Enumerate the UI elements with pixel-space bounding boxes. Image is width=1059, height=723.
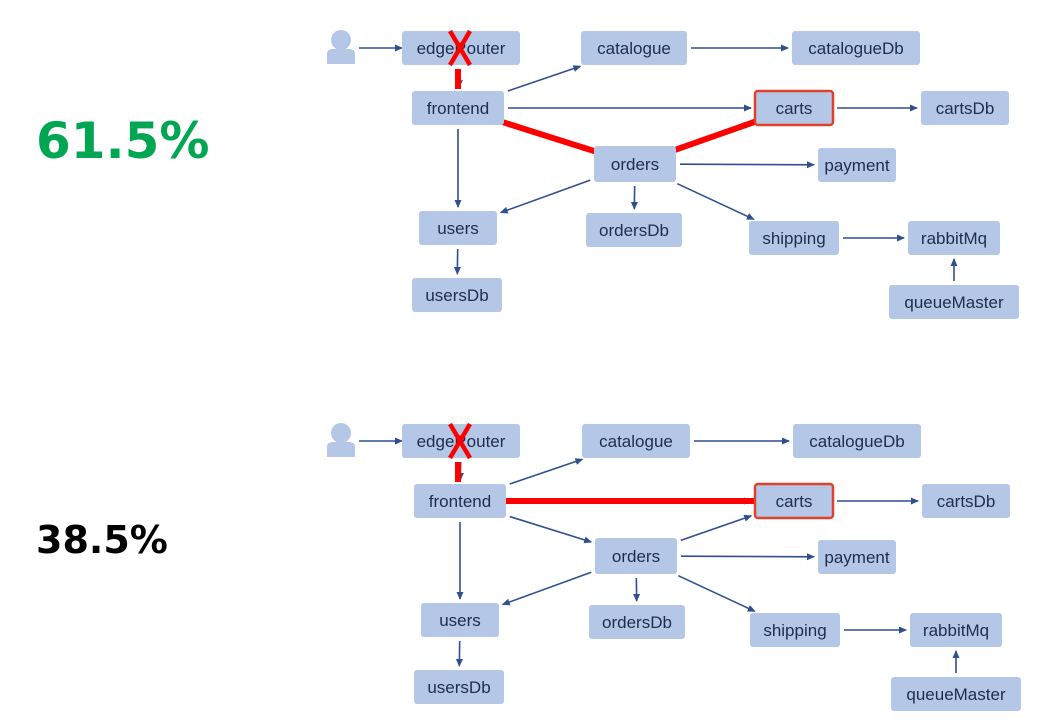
node-cartsDb: cartsDb	[921, 91, 1009, 125]
node-label-carts: carts	[776, 99, 813, 118]
node-usersDb: usersDb	[412, 278, 502, 312]
node-label-carts: carts	[776, 492, 813, 511]
node-label-usersDb: usersDb	[425, 286, 488, 305]
node-rabbitMq: rabbitMq	[908, 221, 1000, 255]
edge-frontend-orders	[509, 515, 593, 544]
failure-edge-frontend-orders	[501, 119, 597, 155]
node-users: users	[421, 603, 499, 637]
top-service-graph: edgeRouterfrontendcataloguecatalogueDbca…	[327, 29, 1019, 319]
node-label-users: users	[437, 219, 479, 238]
failure-edge-orders-carts	[673, 118, 758, 153]
node-label-shipping: shipping	[762, 229, 825, 248]
failure-x-icon	[448, 422, 472, 460]
node-catalogueDb: catalogueDb	[792, 31, 920, 65]
node-label-users: users	[439, 611, 481, 630]
node-label-catalogueDb: catalogueDb	[809, 432, 904, 451]
node-label-ordersDb: ordersDb	[602, 613, 672, 632]
node-label-payment: payment	[824, 156, 889, 175]
node-orders: orders	[594, 146, 676, 182]
node-label-catalogueDb: catalogueDb	[808, 39, 903, 58]
node-frontend: frontend	[412, 91, 504, 125]
node-carts: carts	[753, 89, 835, 127]
edge-frontend-catalogue	[509, 458, 584, 485]
edge-frontend-catalogue	[507, 65, 582, 92]
node-label-frontend: frontend	[427, 99, 489, 118]
node-label-rabbitMq: rabbitMq	[923, 621, 989, 640]
node-ordersDb: ordersDb	[586, 213, 682, 247]
top-percentage: 61.5%	[36, 112, 210, 170]
node-frontend: frontend	[414, 484, 506, 518]
edge-orders-shipping	[677, 574, 756, 613]
node-catalogueDb: catalogueDb	[793, 424, 921, 458]
node-label-ordersDb: ordersDb	[599, 221, 669, 240]
node-ordersDb: ordersDb	[589, 605, 685, 639]
node-shipping: shipping	[750, 613, 840, 647]
node-label-queueMaster: queueMaster	[904, 293, 1004, 312]
node-queueMaster: queueMaster	[889, 285, 1019, 319]
edge-orders-payment	[679, 161, 816, 169]
bottom-percentage: 38.5%	[36, 518, 168, 562]
node-catalogue: catalogue	[582, 424, 690, 458]
user-icon	[327, 423, 355, 457]
node-cartsDb: cartsDb	[922, 484, 1010, 518]
edge-orders-users	[501, 571, 592, 606]
node-label-queueMaster: queueMaster	[906, 685, 1006, 704]
node-label-orders: orders	[611, 155, 659, 174]
node-catalogue: catalogue	[581, 31, 687, 65]
node-label-orders: orders	[612, 547, 660, 566]
node-payment: payment	[818, 148, 896, 182]
node-label-shipping: shipping	[763, 621, 826, 640]
node-label-cartsDb: cartsDb	[937, 492, 996, 511]
bottom-service-graph: edgeRouterfrontendcataloguecatalogueDbca…	[327, 422, 1021, 711]
node-rabbitMq: rabbitMq	[910, 613, 1002, 647]
node-usersDb: usersDb	[414, 670, 504, 704]
node-label-cartsDb: cartsDb	[936, 99, 995, 118]
node-label-catalogue: catalogue	[597, 39, 671, 58]
node-shipping: shipping	[749, 221, 839, 255]
edge-orders-carts	[680, 514, 753, 542]
failure-path-layer	[455, 69, 758, 155]
user-icon	[327, 30, 355, 64]
node-label-payment: payment	[824, 548, 889, 567]
edge-orders-payment	[680, 553, 816, 561]
node-carts: carts	[753, 482, 835, 520]
nodes: edgeRouterfrontendcataloguecatalogueDbca…	[402, 424, 1021, 711]
failure-x-icon	[448, 29, 472, 67]
failure-path-layer	[455, 462, 758, 504]
node-queueMaster: queueMaster	[891, 677, 1021, 711]
node-users: users	[419, 211, 497, 245]
node-orders: orders	[595, 538, 677, 574]
edge-orders-users	[499, 179, 591, 214]
node-label-usersDb: usersDb	[427, 678, 490, 697]
nodes: edgeRouterfrontendcataloguecatalogueDbca…	[402, 31, 1019, 319]
node-label-catalogue: catalogue	[599, 432, 673, 451]
node-payment: payment	[818, 540, 896, 574]
node-label-frontend: frontend	[429, 492, 491, 511]
edge-orders-shipping	[676, 182, 755, 221]
node-label-rabbitMq: rabbitMq	[921, 229, 987, 248]
